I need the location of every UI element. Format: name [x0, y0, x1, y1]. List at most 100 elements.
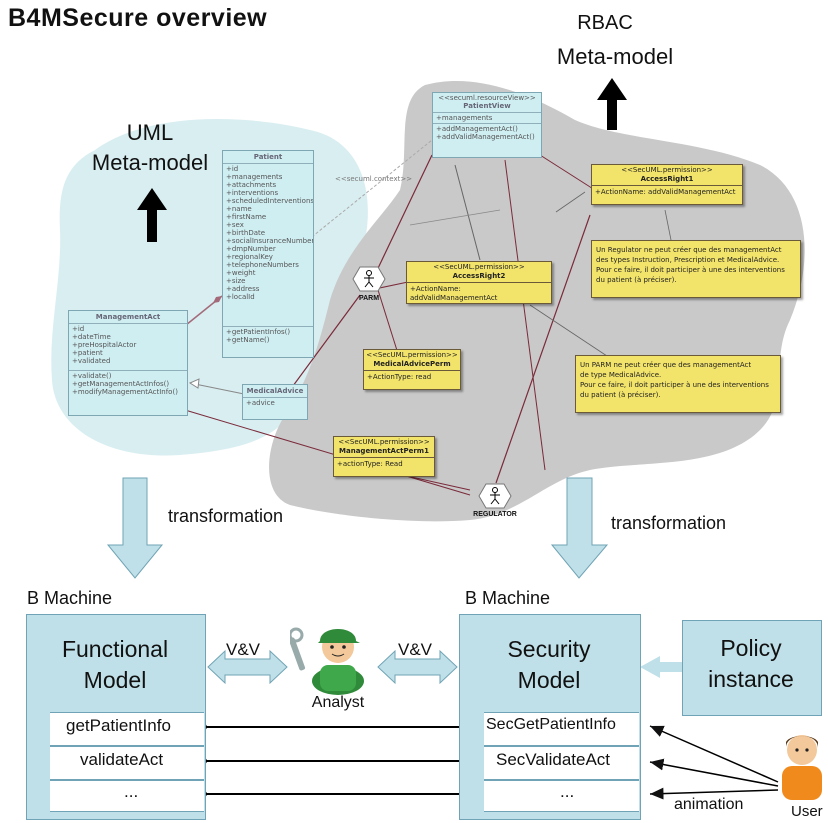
management-act-perm1-name: ManagementActPerm1	[334, 447, 434, 458]
management-act-attr: +dateTime	[72, 333, 111, 341]
patient-attr: +regionalKey	[226, 253, 273, 261]
functional-op-row	[50, 712, 204, 746]
access-right1-name: AccessRight1	[592, 175, 742, 186]
access-right2-attribute: +ActionName: addValidManagementAct	[410, 285, 498, 302]
policy-instance-box	[682, 620, 822, 716]
medical-advice-perm-attribute: +ActionType: read	[367, 373, 432, 381]
transform-arrow-left	[106, 477, 164, 579]
access-right1-stereotype: <<SecUML.permission>>	[621, 166, 713, 174]
patient-view-op: +addValidManagementAct()	[436, 133, 535, 141]
functional-op-get-patient-info: getPatientInfo	[66, 716, 171, 735]
parm-label: PARM	[358, 295, 380, 302]
management-act-attr: +id	[72, 325, 85, 333]
patient-attr: +dmpNumber	[226, 245, 276, 253]
vv-arrow-right	[377, 649, 458, 685]
parm-note-line: de type MedicalAdvice.	[580, 371, 662, 379]
medical-advice-attr: +advice	[246, 399, 275, 407]
parm-note-line: Pour ce faire, il doit participer à une …	[580, 381, 769, 389]
medical-advice-perm-name: MedicalAdvicePerm	[364, 360, 460, 371]
management-act-op: +getManagementActInfos()	[72, 380, 170, 388]
transformation-right-label: transformation	[611, 513, 727, 533]
management-act-perm1-attribute: +actionType: Read	[337, 460, 403, 468]
access-right2-stereotype: <<SecUML.permission>>	[433, 263, 525, 271]
functional-op-validate-act: validateAct	[80, 750, 164, 769]
security-model-title: Security Model	[459, 634, 639, 696]
access-right2-name: AccessRight2	[407, 272, 551, 283]
policy-instance-title: Policy instance	[682, 633, 820, 695]
medical-advice-perm-permission: <<SecUML.permission>> MedicalAdvicePerm …	[363, 349, 461, 390]
functional-model-title: Functional Model	[26, 634, 204, 696]
patient-class-name: Patient	[223, 151, 313, 164]
patient-attr: +id	[226, 165, 239, 173]
parm-note-line: Un PARM ne peut créer que des management…	[580, 361, 752, 369]
parm-note-line: du patient (à préciser).	[580, 391, 661, 399]
security-model-line2: Model	[517, 667, 581, 693]
patient-attr: +name	[226, 205, 252, 213]
access-right2-permission: <<SecUML.permission>> AccessRight2 +Acti…	[406, 261, 552, 304]
patient-attr: +telephoneNumbers	[226, 261, 299, 269]
patient-view-class: <<secuml.resourceView>> PatientView +man…	[432, 92, 542, 158]
rbac-label-2: Meta-model	[556, 44, 674, 69]
management-act-class-name: ManagementAct	[69, 311, 187, 324]
management-act-attr: +validated	[72, 357, 111, 365]
uml-label-2: Meta-model	[91, 150, 209, 175]
policy-instance-line1: Policy	[720, 635, 782, 661]
management-act-op: +modifyManagementActInfo()	[72, 388, 178, 396]
vv-left-label: V&V	[226, 640, 261, 659]
animation-label: animation	[674, 796, 744, 813]
patient-op: +getName()	[226, 336, 270, 344]
patient-view-class-name: PatientView	[433, 102, 541, 113]
page-title: B4MSecure overview	[8, 4, 268, 32]
security-op-sec-validate-act: SecValidateAct	[496, 750, 611, 769]
security-op-row	[484, 712, 639, 746]
patient-op: +getPatientInfos()	[226, 328, 291, 336]
security-op-more: ...	[560, 782, 575, 801]
patient-attr: +size	[226, 277, 246, 285]
rbac-label-1: RBAC	[577, 12, 633, 34]
patient-attr: +attachments	[226, 181, 277, 189]
regulator-label: REGULATOR	[473, 511, 517, 518]
transformation-left-label: transformation	[168, 506, 284, 526]
analyst-label: Analyst	[311, 694, 365, 711]
management-act-perm1-permission: <<SecUML.permission>> ManagementActPerm1…	[333, 436, 435, 477]
regulator-note: Un Regulator ne peut créer que des manag…	[591, 240, 801, 298]
patient-attr: +address	[226, 285, 260, 293]
user-label: User	[791, 803, 823, 820]
patient-attr: +sex	[226, 221, 244, 229]
functional-op-more: ...	[124, 782, 139, 801]
rbac-up-arrow	[597, 78, 627, 130]
uml-up-arrow	[137, 188, 167, 242]
functional-op-row	[50, 746, 204, 780]
security-op-sec-get-patient-info: SecGetPatientInfo	[486, 716, 616, 733]
vv-right-label: V&V	[398, 640, 433, 659]
regulator-actor-icon	[478, 483, 512, 509]
medical-advice-class: MedicalAdvice +advice	[242, 384, 308, 420]
functional-model-line2: Model	[83, 667, 147, 693]
regulator-note-line: Pour ce faire, il doit participer à une …	[596, 266, 785, 274]
parm-note: Un PARM ne peut créer que des management…	[575, 355, 781, 413]
policy-instance-line2: instance	[708, 666, 794, 692]
patient-attr: +localId	[226, 293, 255, 301]
functional-model-line1: Functional	[61, 636, 169, 662]
security-op-row	[484, 746, 639, 780]
medical-advice-perm-stereotype: <<SecUML.permission>>	[366, 351, 458, 359]
patient-class: Patient +id +managements +attachments +i…	[222, 150, 314, 358]
patient-view-stereotype: <<secuml.resourceView>>	[438, 94, 536, 102]
uml-label-1: UML	[126, 120, 174, 145]
regulator-note-line: Un Regulator ne peut créer que des manag…	[596, 246, 782, 254]
management-act-attr: +preHospitalActor	[72, 341, 137, 349]
patient-attr: +managements	[226, 173, 283, 181]
transform-arrow-right	[550, 477, 609, 579]
access-right1-permission: <<SecUML.permission>> AccessRight1 +Acti…	[591, 164, 743, 205]
patient-attr: +interventions	[226, 189, 279, 197]
context-label: <<secuml.context>>	[335, 175, 413, 183]
regulator-note-line: des types Instruction, Prescription et M…	[596, 256, 780, 264]
policy-arrow	[640, 656, 682, 678]
security-op-row	[484, 780, 639, 812]
patient-view-attr: +managements	[436, 114, 493, 122]
functional-op-row	[50, 780, 204, 812]
analyst-icon	[290, 627, 364, 695]
vv-arrow-left	[207, 649, 288, 685]
b-machine-right-label: B Machine	[465, 588, 551, 608]
patient-attr: +birthDate	[226, 229, 266, 237]
